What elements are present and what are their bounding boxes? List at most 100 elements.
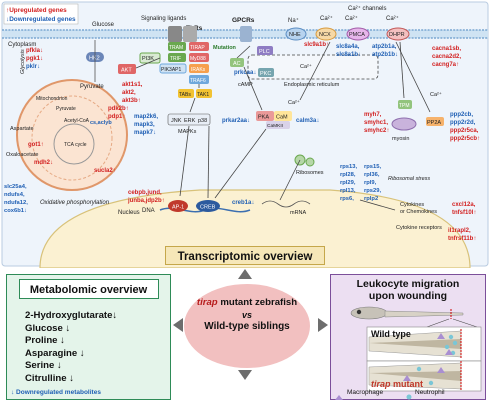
legend-up: ↑Upregulated genes: [6, 7, 67, 14]
pmca-channel: [346, 27, 370, 41]
tpm-label: TPM: [399, 103, 410, 109]
gene-slc8a1b: slc8a1b↓: [336, 52, 361, 58]
mutation-label: Mutation: [213, 45, 237, 51]
tram-label: TRAM: [169, 45, 183, 51]
transcriptomic-panel: ↑Upregulated genes ↓Downregulated genes …: [1, 1, 489, 269]
gene-ppp2r5cb: ppp2r5cb↑: [450, 136, 480, 142]
metabolomic-title: Metabolomic overview: [29, 284, 148, 296]
pp2a-node: [426, 117, 444, 126]
cam-label: CaM: [276, 115, 288, 121]
metabolomic-title-box: Metabolomic overview: [18, 279, 159, 299]
gene-rpl28: rpl29,: [340, 180, 356, 186]
myosin-label: myosin: [392, 136, 409, 142]
ribosomes-label: Ribosomes: [296, 170, 324, 176]
ca-pp2a-label: Ca²⁺: [430, 91, 442, 98]
gene-mapk3: mapk3,: [134, 122, 155, 128]
myosin-shape: [391, 117, 417, 131]
pathway-diagram: ↑Upregulated genes ↓Downregulated genes …: [1, 1, 489, 269]
gene-prkcaa: prkcaa↓: [234, 70, 256, 76]
gene-sucla2: sucla2↑: [94, 168, 116, 174]
traf6-label: TRAF6: [190, 78, 206, 84]
gene-smyhc2: smyhc2↑: [364, 128, 389, 134]
tca-cycle-circle: [53, 123, 95, 165]
neutrophil-legend-icon: [406, 394, 412, 400]
irak-node: [189, 64, 209, 73]
macrophage-legend-label: Macrophage: [347, 389, 384, 396]
trif-node: [168, 53, 186, 62]
leukocyte-title-line1: Leukocyte migration: [356, 278, 460, 290]
zebrafish-eye: [356, 309, 362, 315]
metabolite-item: 2-Hydroxyglutarate↓: [25, 310, 118, 321]
hk2-label: HK2: [89, 56, 100, 62]
leukocyte-panel: Leukocyte migration upon wounding W: [330, 274, 486, 400]
ribosomal-stress-label: Ribosomal stress: [388, 176, 430, 182]
gene-cacng7a: cacng7a↑: [432, 62, 459, 68]
gene-rps29: rplp2: [364, 196, 378, 202]
ca-cyt-label: Ca²⁺: [288, 99, 300, 106]
gene-rpl23: rps15,: [364, 164, 381, 170]
glycolysis-label: Glycolysis: [20, 49, 26, 74]
myd88-label: MyD88: [190, 56, 206, 62]
metabolite-item: Asparagine ↓: [25, 347, 85, 359]
pp2a-label: PP2A: [427, 120, 441, 126]
p38-label: p38: [198, 118, 207, 124]
oxidative-label: Oxidative phosphorylation: [40, 200, 110, 206]
ca2-label: Ca²⁺: [345, 15, 358, 22]
nhe-channel: [285, 27, 307, 41]
creb-label: CREB: [200, 205, 216, 211]
ac-label: AC: [233, 61, 241, 67]
gpcr-receptor: [240, 26, 252, 42]
dna-label: DNA: [142, 208, 155, 214]
pik3ap1-node: [159, 63, 187, 74]
tirap-mutant-label: tirap mutant: [371, 379, 423, 389]
gene-cacna2d2: cacna2d2,: [432, 54, 461, 60]
gene-atp2b1b: atp2b1b↓: [372, 52, 398, 58]
zebrafish-body: [384, 310, 464, 318]
zebrafish-head: [350, 306, 388, 320]
up-arrow: [238, 269, 252, 279]
tirap-label: TIRAP: [190, 45, 205, 51]
pyruvate-m-label: Pyruvate: [56, 106, 76, 112]
gene-mdh2: mdh2↓: [34, 160, 53, 166]
gene-mapk7: mapk7↓: [134, 130, 156, 136]
vs-label: vs: [241, 310, 252, 320]
metabolite-item: Proline ↓: [25, 335, 65, 346]
gene-got1: got1↑: [28, 142, 44, 148]
gene-akt1s1: akt1s1,: [122, 82, 143, 88]
gene-il1rapl2: il1rapl2,: [448, 228, 471, 234]
creb-node: [196, 200, 220, 212]
cytokines-label: Cytokines: [400, 202, 424, 208]
gene-pdp1: pdp1↑: [108, 114, 125, 120]
comparison-ellipse: tirap mutant zebrafish vs Wild-type sibl…: [184, 284, 310, 368]
tca-label: TCA cycle: [64, 142, 87, 148]
metabolite-item: Citrulline ↓: [25, 372, 75, 384]
myd88-node: [189, 53, 209, 62]
neutrophil-legend-label: Neutrophil: [415, 389, 445, 396]
gene-rpl24: rpl36,: [364, 172, 380, 178]
er-shape: [247, 54, 379, 80]
irak-label: IRAKs: [191, 67, 206, 73]
camkii-label: CaMKII: [267, 123, 283, 129]
metabolomic-legend: ↓ Downregulated metabolites: [11, 389, 101, 396]
er-label: Endoplasmic reticulum: [284, 82, 340, 88]
leukocyte-title-line2: upon wounding: [368, 290, 448, 302]
mapks-label: MAPKs: [178, 129, 197, 135]
mrna-label: mRNA: [290, 210, 307, 216]
ac-node: [230, 58, 244, 67]
gene-rps13: rps13,: [340, 164, 357, 170]
gene-ppp2r5ca: ppp2r5ca,: [450, 128, 479, 134]
ncx-label: NCX: [319, 32, 331, 38]
gene-cs: cs,aclyb: [90, 120, 112, 126]
pka-label: PKA: [258, 115, 269, 121]
pka-node: [256, 111, 274, 121]
trif-label: TRIF: [170, 56, 181, 62]
gene-rps15: rpl28,: [340, 172, 356, 178]
wild-type-siblings-label: Wild-type siblings: [204, 321, 290, 332]
mapks-box: [167, 113, 211, 126]
gene-slc25a4: slc25a4,: [4, 184, 27, 190]
macrophage-legend-icon: [335, 395, 343, 400]
akt-label: AKT: [121, 68, 132, 74]
pmca-label: PMCA: [349, 32, 365, 38]
tirap-node: [189, 42, 209, 51]
gene-creb1a: creb1a↓: [232, 200, 254, 206]
